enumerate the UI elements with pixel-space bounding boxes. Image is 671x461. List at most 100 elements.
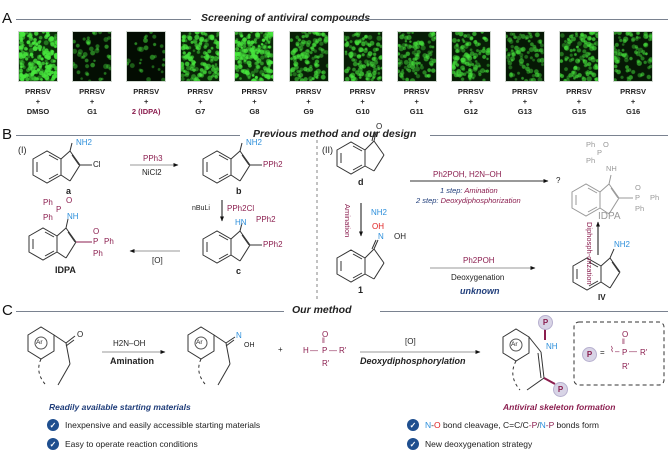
fluorescence-panel bbox=[234, 31, 275, 82]
section-a-title: Screening of antiviral compounds bbox=[201, 12, 371, 24]
panel-label: PRRSV+G1 bbox=[69, 87, 115, 117]
panel-label-plus: + bbox=[252, 97, 257, 106]
panel-label-top: PRRSV bbox=[295, 87, 322, 96]
compound-1-n: N bbox=[378, 232, 384, 241]
idpa-target-nh: NH bbox=[606, 164, 617, 173]
section-c-letter: C bbox=[2, 302, 13, 319]
legend-double-bond: ‖ bbox=[622, 339, 625, 346]
compound-c-hn: HN bbox=[235, 218, 247, 227]
step3-reagent-oxidant: [O] bbox=[152, 256, 163, 265]
panel-label-top: PRRSV bbox=[457, 87, 484, 96]
panel-label-top: PRRSV bbox=[241, 87, 268, 96]
compound-a-label: a bbox=[66, 186, 72, 196]
fluorescence-panel bbox=[18, 31, 58, 82]
section-b-title: Previous method and our design bbox=[253, 128, 417, 140]
idpa-structure-left bbox=[28, 218, 92, 261]
idpa-nh: NH bbox=[67, 212, 79, 221]
p-atom-1: -P bbox=[528, 420, 538, 430]
panel-label: PRRSV+G9 bbox=[286, 87, 332, 117]
deoxygenation-label: Deoxygenation bbox=[451, 273, 505, 282]
fluorescence-panel bbox=[504, 31, 545, 82]
deoxygenation-status: unknown bbox=[460, 286, 500, 296]
legend-r-2: R' bbox=[622, 362, 630, 371]
idpa-ph-1: Ph bbox=[43, 198, 53, 207]
compound-1-oh: OH bbox=[394, 232, 406, 241]
phosphine-double-bond: ‖ bbox=[322, 338, 325, 345]
panel-label-plus: + bbox=[576, 97, 582, 106]
panel-label-bottom: G8 bbox=[249, 107, 260, 116]
idpa-structure-target bbox=[571, 174, 633, 217]
o-atom: O bbox=[433, 420, 441, 430]
idpa-o-2: O bbox=[93, 227, 100, 236]
diphosphorization-side-label: Diphosph-orization bbox=[585, 222, 594, 285]
panel-label-bottom: G12 bbox=[463, 107, 478, 116]
wavy-bond-icon: ⌇ bbox=[610, 345, 614, 354]
idpa-target-ph-4: Ph bbox=[635, 204, 645, 213]
panel-label-bottom: G11 bbox=[409, 107, 424, 116]
fluorescence-panel bbox=[613, 31, 654, 82]
phosphine-r-2: R' bbox=[322, 359, 330, 368]
panel-label-plus: + bbox=[414, 97, 419, 106]
panel-label-top: PRRSV bbox=[79, 87, 106, 96]
step1-reagent-pph3: PPh3 bbox=[143, 154, 163, 163]
indene-structure-a bbox=[32, 142, 92, 184]
deoxydiphosphorylation-label: Deoxydiphosphorylation bbox=[360, 356, 466, 366]
panel-label-plus: + bbox=[360, 97, 365, 106]
oxime-structure-1 bbox=[336, 239, 385, 283]
idpa-label-left: IDPA bbox=[55, 265, 76, 275]
compound-b-pph2: PPh2 bbox=[263, 160, 283, 169]
plus-sign: + bbox=[278, 345, 283, 354]
check-icon: ✓ bbox=[407, 419, 419, 431]
bullet-left-1: ✓ Inexpensive and easily accessible star… bbox=[47, 419, 260, 431]
section-a-letter: A bbox=[2, 10, 13, 27]
check-icon: ✓ bbox=[47, 419, 59, 431]
amination-side-label: Amination bbox=[343, 204, 352, 238]
route-2-label: (II) bbox=[322, 145, 333, 155]
idpa-target-o-1: O bbox=[603, 140, 609, 149]
fluorescence-panel bbox=[180, 31, 221, 82]
ketone-ar-label: Ar bbox=[36, 339, 43, 346]
step2-reagent-pph2cl: PPh2Cl bbox=[227, 204, 255, 213]
aminoindene-structure-iv bbox=[572, 248, 621, 291]
idpa-target-ph-3: Ph bbox=[650, 193, 660, 202]
bullet-right-1-text: N-O bond cleavage, C=C/C-P/N-P bonds for… bbox=[425, 420, 599, 430]
panel-label: PRRSV+G12 bbox=[448, 87, 494, 117]
n-atom: N bbox=[425, 420, 432, 430]
idpa-p-1: P bbox=[56, 205, 62, 214]
panel-label: PRRSV+G10 bbox=[340, 87, 386, 117]
oxime-structure-c bbox=[187, 326, 236, 386]
panel-label-bottom: 2 (IDPA) bbox=[131, 107, 161, 116]
amination-reagent-text: H2N–OH bbox=[113, 339, 146, 348]
fluorescence-panel bbox=[450, 31, 491, 82]
panel-label-plus: + bbox=[35, 97, 41, 106]
step1-text: Amination bbox=[464, 186, 498, 195]
fluorescence-panel bbox=[342, 31, 383, 82]
compound-a-nh2: NH2 bbox=[76, 138, 93, 147]
compound-iv-label: IV bbox=[598, 293, 606, 302]
amination-step-label: Amination bbox=[110, 356, 154, 366]
phosphine-bond-1: — bbox=[310, 346, 318, 355]
deoxygenation-reagent: Ph2POH bbox=[463, 256, 495, 265]
idpa-target-ph-2: Ph bbox=[586, 156, 596, 165]
n-atom-2: N bbox=[539, 420, 546, 430]
p-group-badge-legend: P bbox=[582, 347, 597, 362]
idpa-target-p-2: P bbox=[635, 193, 641, 202]
p-group-badge-top: P bbox=[538, 315, 553, 330]
route-1-label: (I) bbox=[18, 145, 27, 155]
oxime-oh-c: OH bbox=[244, 342, 255, 349]
bullet-left-2: ✓ Easy to operate reaction conditions bbox=[47, 438, 198, 450]
slash: / bbox=[537, 420, 540, 430]
legend-p: P bbox=[622, 348, 628, 357]
panel-label-top: PRRSV bbox=[133, 87, 160, 96]
idpa-o-1: O bbox=[66, 196, 73, 205]
dash: - bbox=[431, 420, 434, 430]
panel-label-plus: + bbox=[522, 97, 528, 106]
panel-label-bottom: G10 bbox=[355, 107, 370, 116]
panel-label-bottom: G15 bbox=[571, 107, 587, 116]
compound-b-label: b bbox=[236, 186, 242, 196]
idpa-target-label: IDPA bbox=[598, 211, 621, 222]
oxidant-reagent-c: [O] bbox=[405, 337, 416, 346]
compound-1-label: 1 bbox=[358, 285, 364, 295]
oxime-n-c: N bbox=[236, 331, 242, 340]
idpa-target-o-2: O bbox=[635, 183, 641, 192]
